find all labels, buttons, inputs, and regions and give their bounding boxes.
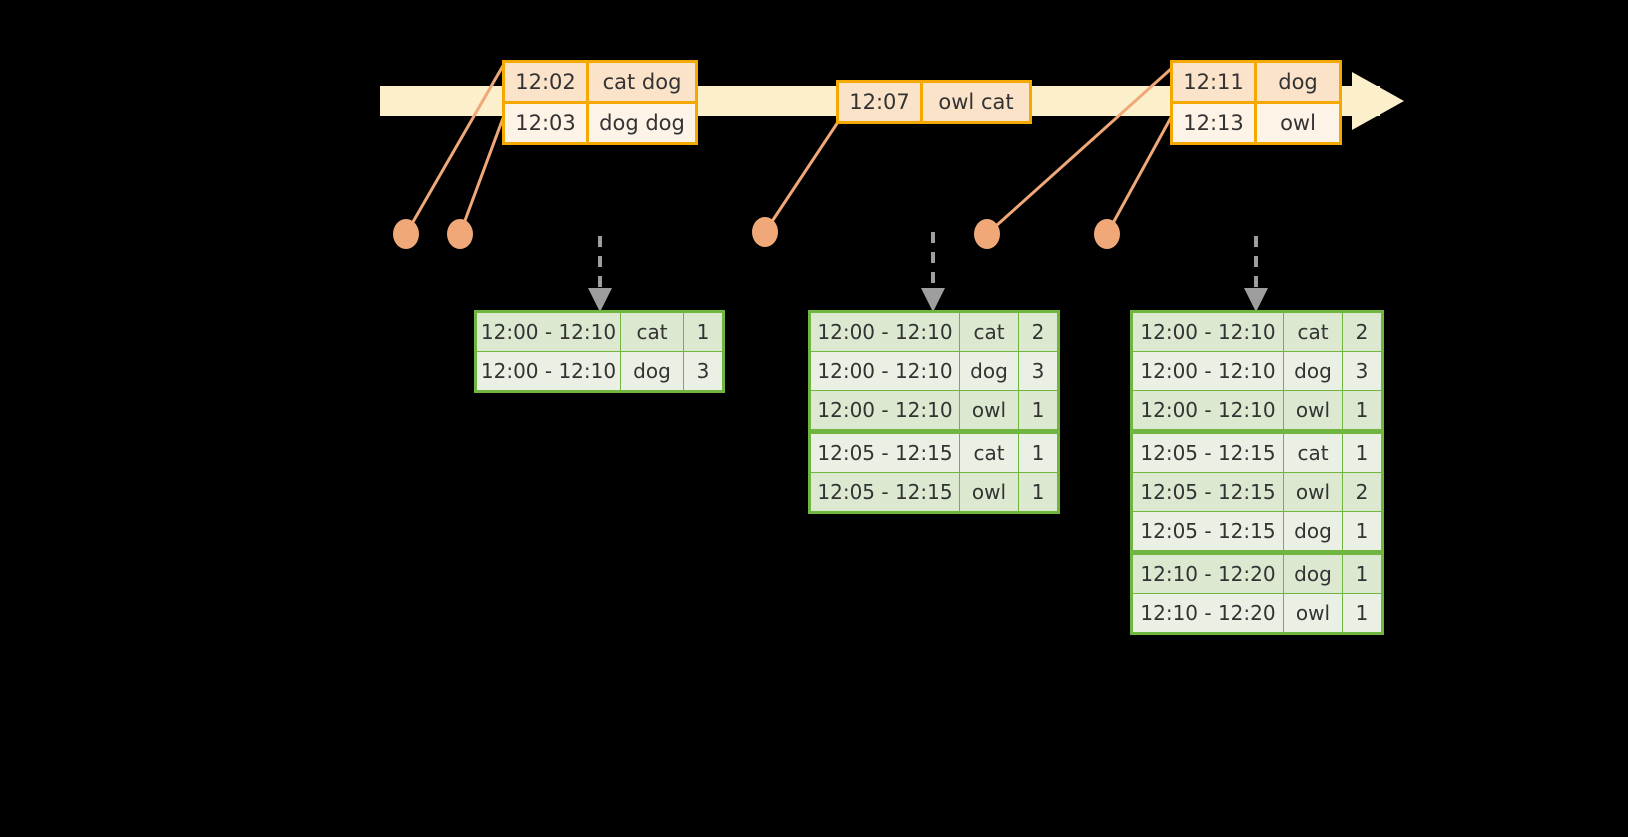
table-row[interactable]: 12:05 - 12:15 owl 2 xyxy=(1133,473,1381,512)
window-cell: 12:00 - 12:10 xyxy=(1133,391,1283,429)
event-group-1[interactable]: 12:02 cat dog 12:03 dog dog xyxy=(502,60,698,145)
table-row[interactable]: 12:00 - 12:10 cat 2 xyxy=(811,313,1057,352)
key-cell: owl xyxy=(960,391,1018,429)
event-group-2[interactable]: 12:07 owl cat xyxy=(836,80,1032,124)
count-cell: 1 xyxy=(1343,594,1381,632)
table-row[interactable]: 12:05 - 12:15 cat 1 xyxy=(811,434,1057,473)
count-cell: 1 xyxy=(1343,555,1381,593)
key-cell: cat xyxy=(1284,313,1342,351)
count-cell: 2 xyxy=(1019,313,1057,351)
key-cell: owl xyxy=(1284,391,1342,429)
count-cell: 2 xyxy=(1343,313,1381,351)
connector-5 xyxy=(1105,111,1176,235)
count-cell: 1 xyxy=(1019,473,1057,511)
event-dots xyxy=(393,217,1120,249)
key-cell: owl xyxy=(1284,594,1342,632)
window-cell: 12:00 - 12:10 xyxy=(1133,352,1283,390)
count-cell: 1 xyxy=(1343,434,1381,472)
window-cell: 12:05 - 12:15 xyxy=(1133,512,1283,550)
result-table-2[interactable]: 12:00 - 12:10 cat 2 12:00 - 12:10 dog 3 … xyxy=(808,310,1060,514)
table-row[interactable]: 12:05 - 12:15 owl 1 xyxy=(811,473,1057,511)
window-cell: 12:10 - 12:20 xyxy=(1133,555,1283,593)
count-cell: 1 xyxy=(684,313,722,351)
window-cell: 12:00 - 12:10 xyxy=(477,352,620,390)
window-cell: 12:10 - 12:20 xyxy=(1133,594,1283,632)
event-dot-1 xyxy=(393,219,419,249)
event-time: 12:03 xyxy=(505,104,589,142)
key-cell: dog xyxy=(1284,352,1342,390)
event-row[interactable]: 12:13 owl xyxy=(1173,101,1339,142)
emit-arrow-3-head xyxy=(1244,288,1268,312)
table-row[interactable]: 12:00 - 12:10 cat 1 xyxy=(477,313,722,352)
event-row[interactable]: 12:02 cat dog xyxy=(505,63,695,101)
window-cell: 12:05 - 12:15 xyxy=(811,473,959,511)
event-dot-2 xyxy=(447,219,473,249)
key-cell: dog xyxy=(1284,512,1342,550)
count-cell: 1 xyxy=(1019,434,1057,472)
emit-arrow-heads xyxy=(588,288,1268,312)
connector-2 xyxy=(458,109,508,235)
key-cell: owl xyxy=(1284,473,1342,511)
key-cell: cat xyxy=(621,313,683,351)
event-words: dog dog xyxy=(589,104,695,142)
connector-1 xyxy=(404,63,506,235)
result-table-3[interactable]: 12:00 - 12:10 cat 2 12:00 - 12:10 dog 3 … xyxy=(1130,310,1384,635)
event-row[interactable]: 12:11 dog xyxy=(1173,63,1339,101)
table-row[interactable]: 12:00 - 12:10 dog 3 xyxy=(1133,352,1381,391)
key-cell: dog xyxy=(1284,555,1342,593)
emit-arrow-1-head xyxy=(588,288,612,312)
table-row[interactable]: 12:00 - 12:10 owl 1 xyxy=(1133,391,1381,430)
table-row[interactable]: 12:05 - 12:15 cat 1 xyxy=(1133,434,1381,473)
key-cell: dog xyxy=(621,352,683,390)
result-table-1[interactable]: 12:00 - 12:10 cat 1 12:00 - 12:10 dog 3 xyxy=(474,310,725,393)
event-dot-4 xyxy=(974,219,1000,249)
window-cell: 12:00 - 12:10 xyxy=(811,313,959,351)
emit-arrows xyxy=(598,232,1258,292)
table-row[interactable]: 12:00 - 12:10 dog 3 xyxy=(477,352,722,390)
emit-arrow-2-head xyxy=(921,288,945,312)
event-words: owl cat xyxy=(923,83,1029,121)
count-cell: 1 xyxy=(1343,391,1381,429)
window-cell: 12:00 - 12:10 xyxy=(1133,313,1283,351)
event-time: 12:02 xyxy=(505,63,589,101)
event-time: 12:11 xyxy=(1173,63,1257,101)
count-cell: 3 xyxy=(1343,352,1381,390)
window-cell: 12:00 - 12:10 xyxy=(811,352,959,390)
table-row[interactable]: 12:00 - 12:10 cat 2 xyxy=(1133,313,1381,352)
window-cell: 12:00 - 12:10 xyxy=(811,391,959,429)
event-dot-5 xyxy=(1094,219,1120,249)
event-group-3[interactable]: 12:11 dog 12:13 owl xyxy=(1170,60,1342,145)
key-cell: cat xyxy=(1284,434,1342,472)
count-cell: 1 xyxy=(1019,391,1057,429)
event-words: cat dog xyxy=(589,63,695,101)
key-cell: cat xyxy=(960,434,1018,472)
table-row[interactable]: 12:05 - 12:15 dog 1 xyxy=(1133,512,1381,551)
event-time: 12:13 xyxy=(1173,104,1257,142)
count-cell: 3 xyxy=(684,352,722,390)
key-cell: dog xyxy=(960,352,1018,390)
count-cell: 2 xyxy=(1343,473,1381,511)
window-cell: 12:05 - 12:15 xyxy=(811,434,959,472)
table-row[interactable]: 12:10 - 12:20 dog 1 xyxy=(1133,555,1381,594)
event-row[interactable]: 12:03 dog dog xyxy=(505,101,695,142)
table-row[interactable]: 12:00 - 12:10 dog 3 xyxy=(811,352,1057,391)
key-cell: owl xyxy=(960,473,1018,511)
event-time: 12:07 xyxy=(839,83,923,121)
count-cell: 3 xyxy=(1019,352,1057,390)
table-row[interactable]: 12:00 - 12:10 owl 1 xyxy=(811,391,1057,430)
event-dot-3 xyxy=(752,217,778,247)
event-row[interactable]: 12:07 owl cat xyxy=(839,83,1029,121)
table-row[interactable]: 12:10 - 12:20 owl 1 xyxy=(1133,594,1381,632)
connector-3 xyxy=(763,121,840,233)
event-words: owl xyxy=(1257,104,1339,142)
window-cell: 12:05 - 12:15 xyxy=(1133,473,1283,511)
window-cell: 12:00 - 12:10 xyxy=(477,313,620,351)
event-words: dog xyxy=(1257,63,1339,101)
count-cell: 1 xyxy=(1343,512,1381,550)
key-cell: cat xyxy=(960,313,1018,351)
window-cell: 12:05 - 12:15 xyxy=(1133,434,1283,472)
